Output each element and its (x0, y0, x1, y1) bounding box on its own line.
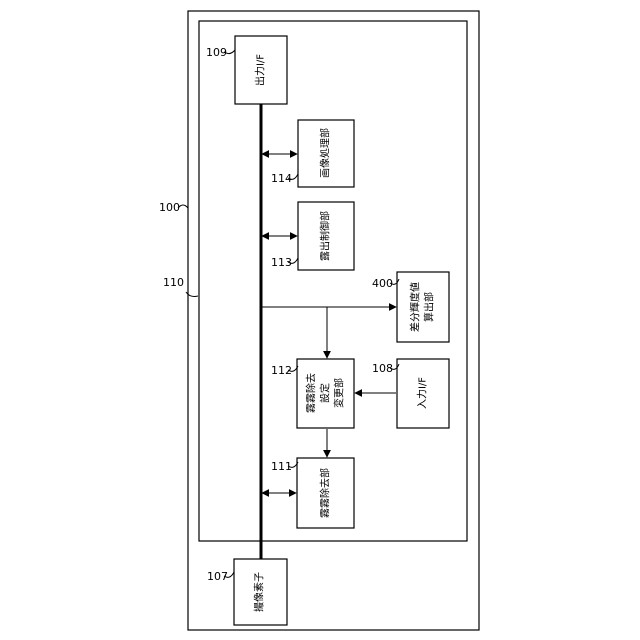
block-diff-luminance: 差分輝度値 算出部 (397, 272, 449, 342)
defog-label: 霧霧除去部 (319, 468, 332, 518)
image-sensor-label: 撮像素子 (253, 572, 266, 612)
defog-setting-label-line1: 霧霧除去 (305, 373, 318, 413)
block-image-processing: 画像処理部 (298, 120, 354, 187)
defog-setting-label-line2: 設定 (319, 383, 332, 403)
input-if-label: 入力I/F (416, 377, 429, 409)
image-processing-label: 画像処理部 (319, 128, 332, 178)
ref-110-label: 110 (163, 276, 184, 289)
diff-luminance-label-line1: 差分輝度値 (409, 282, 422, 332)
exposure-control-label: 露出制御部 (319, 211, 332, 261)
block-defog-setting: 霧霧除去 設定 変更部 (297, 359, 354, 428)
block-output-if: 出力I/F (235, 36, 287, 104)
output-if-label: 出力I/F (254, 54, 267, 86)
block-image-sensor: 撮像素子 (234, 559, 287, 625)
ref-100-label: 100 (159, 201, 180, 214)
defog-setting-label-line3: 変更部 (333, 378, 346, 408)
ref-400-label: 400 (372, 277, 393, 290)
block-input-if: 入力I/F (397, 359, 449, 428)
diff-luminance-label-line2: 算出部 (423, 292, 436, 322)
block-defog: 霧霧除去部 (297, 458, 354, 528)
block-exposure-control: 露出制御部 (298, 202, 354, 270)
ref-108-label: 108 (372, 362, 393, 375)
